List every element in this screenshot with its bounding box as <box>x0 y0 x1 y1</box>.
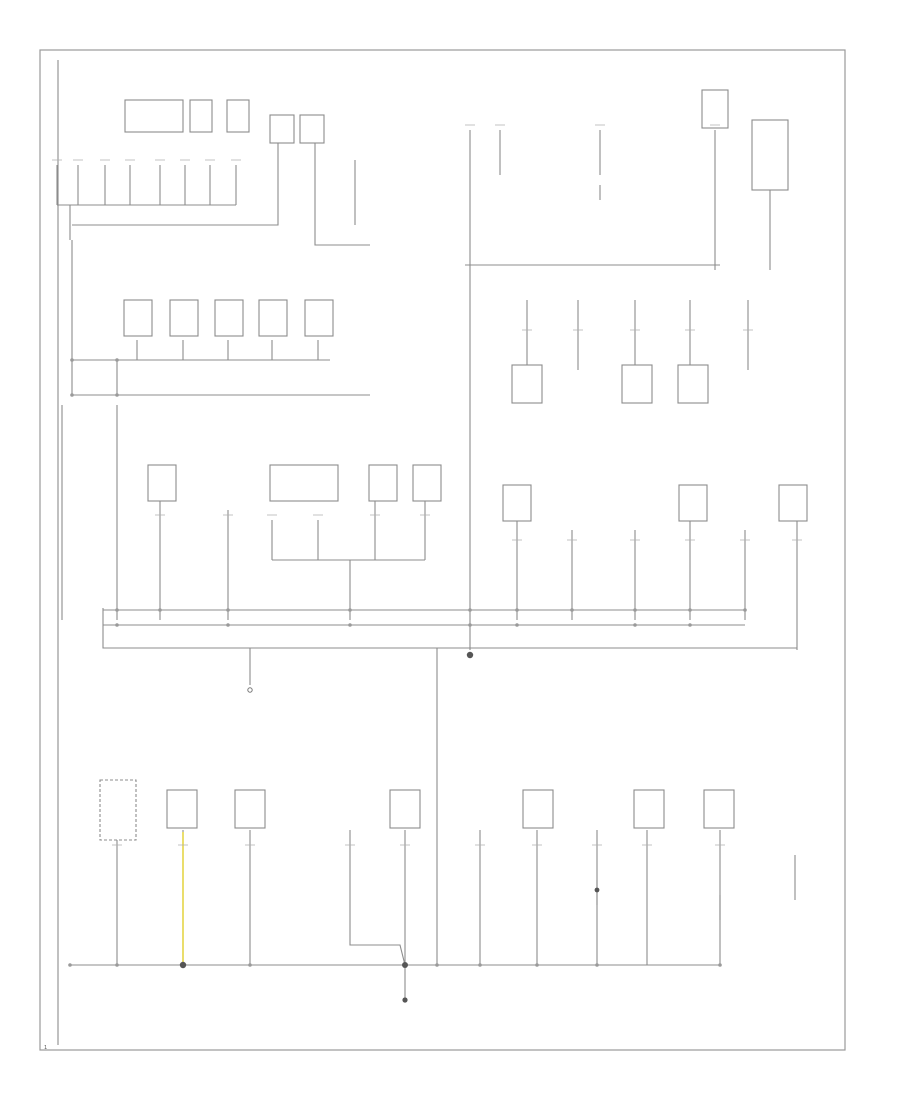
component-box <box>166 789 198 829</box>
component-box <box>368 464 398 502</box>
component-box <box>169 299 199 337</box>
ground-point <box>466 651 474 659</box>
component-box <box>123 299 153 337</box>
component-box <box>703 789 735 829</box>
component-box <box>633 789 665 829</box>
component-box <box>678 484 708 522</box>
component-box <box>701 89 729 129</box>
wire-lines <box>56 60 798 1045</box>
component-box <box>147 464 177 502</box>
component-box <box>269 464 339 502</box>
component-box <box>778 484 808 522</box>
component-box <box>304 299 334 337</box>
component-boxes <box>99 89 808 841</box>
ground-point <box>594 887 600 893</box>
component-box <box>226 99 250 133</box>
component-box <box>412 464 442 502</box>
footer-code: 1 <box>44 1045 47 1051</box>
diagram-border <box>39 49 846 1051</box>
ground-point <box>402 962 408 968</box>
component-box <box>214 299 244 337</box>
component-box <box>502 484 532 522</box>
ground-point <box>179 961 187 969</box>
component-box <box>751 119 789 191</box>
ground-point <box>402 997 408 1003</box>
component-box <box>621 364 653 404</box>
component-box <box>124 99 184 133</box>
component-box <box>511 364 543 404</box>
component-box <box>234 789 266 829</box>
component-box <box>189 99 213 133</box>
component-box <box>522 789 554 829</box>
component-box <box>389 789 421 829</box>
component-box <box>99 779 137 841</box>
ground-point <box>247 687 253 693</box>
component-box <box>299 114 325 144</box>
component-box <box>269 114 295 144</box>
splice-dots <box>68 358 747 967</box>
connector-ticks <box>52 124 802 846</box>
component-box <box>677 364 709 404</box>
ground-points <box>179 651 600 1003</box>
component-box <box>258 299 288 337</box>
